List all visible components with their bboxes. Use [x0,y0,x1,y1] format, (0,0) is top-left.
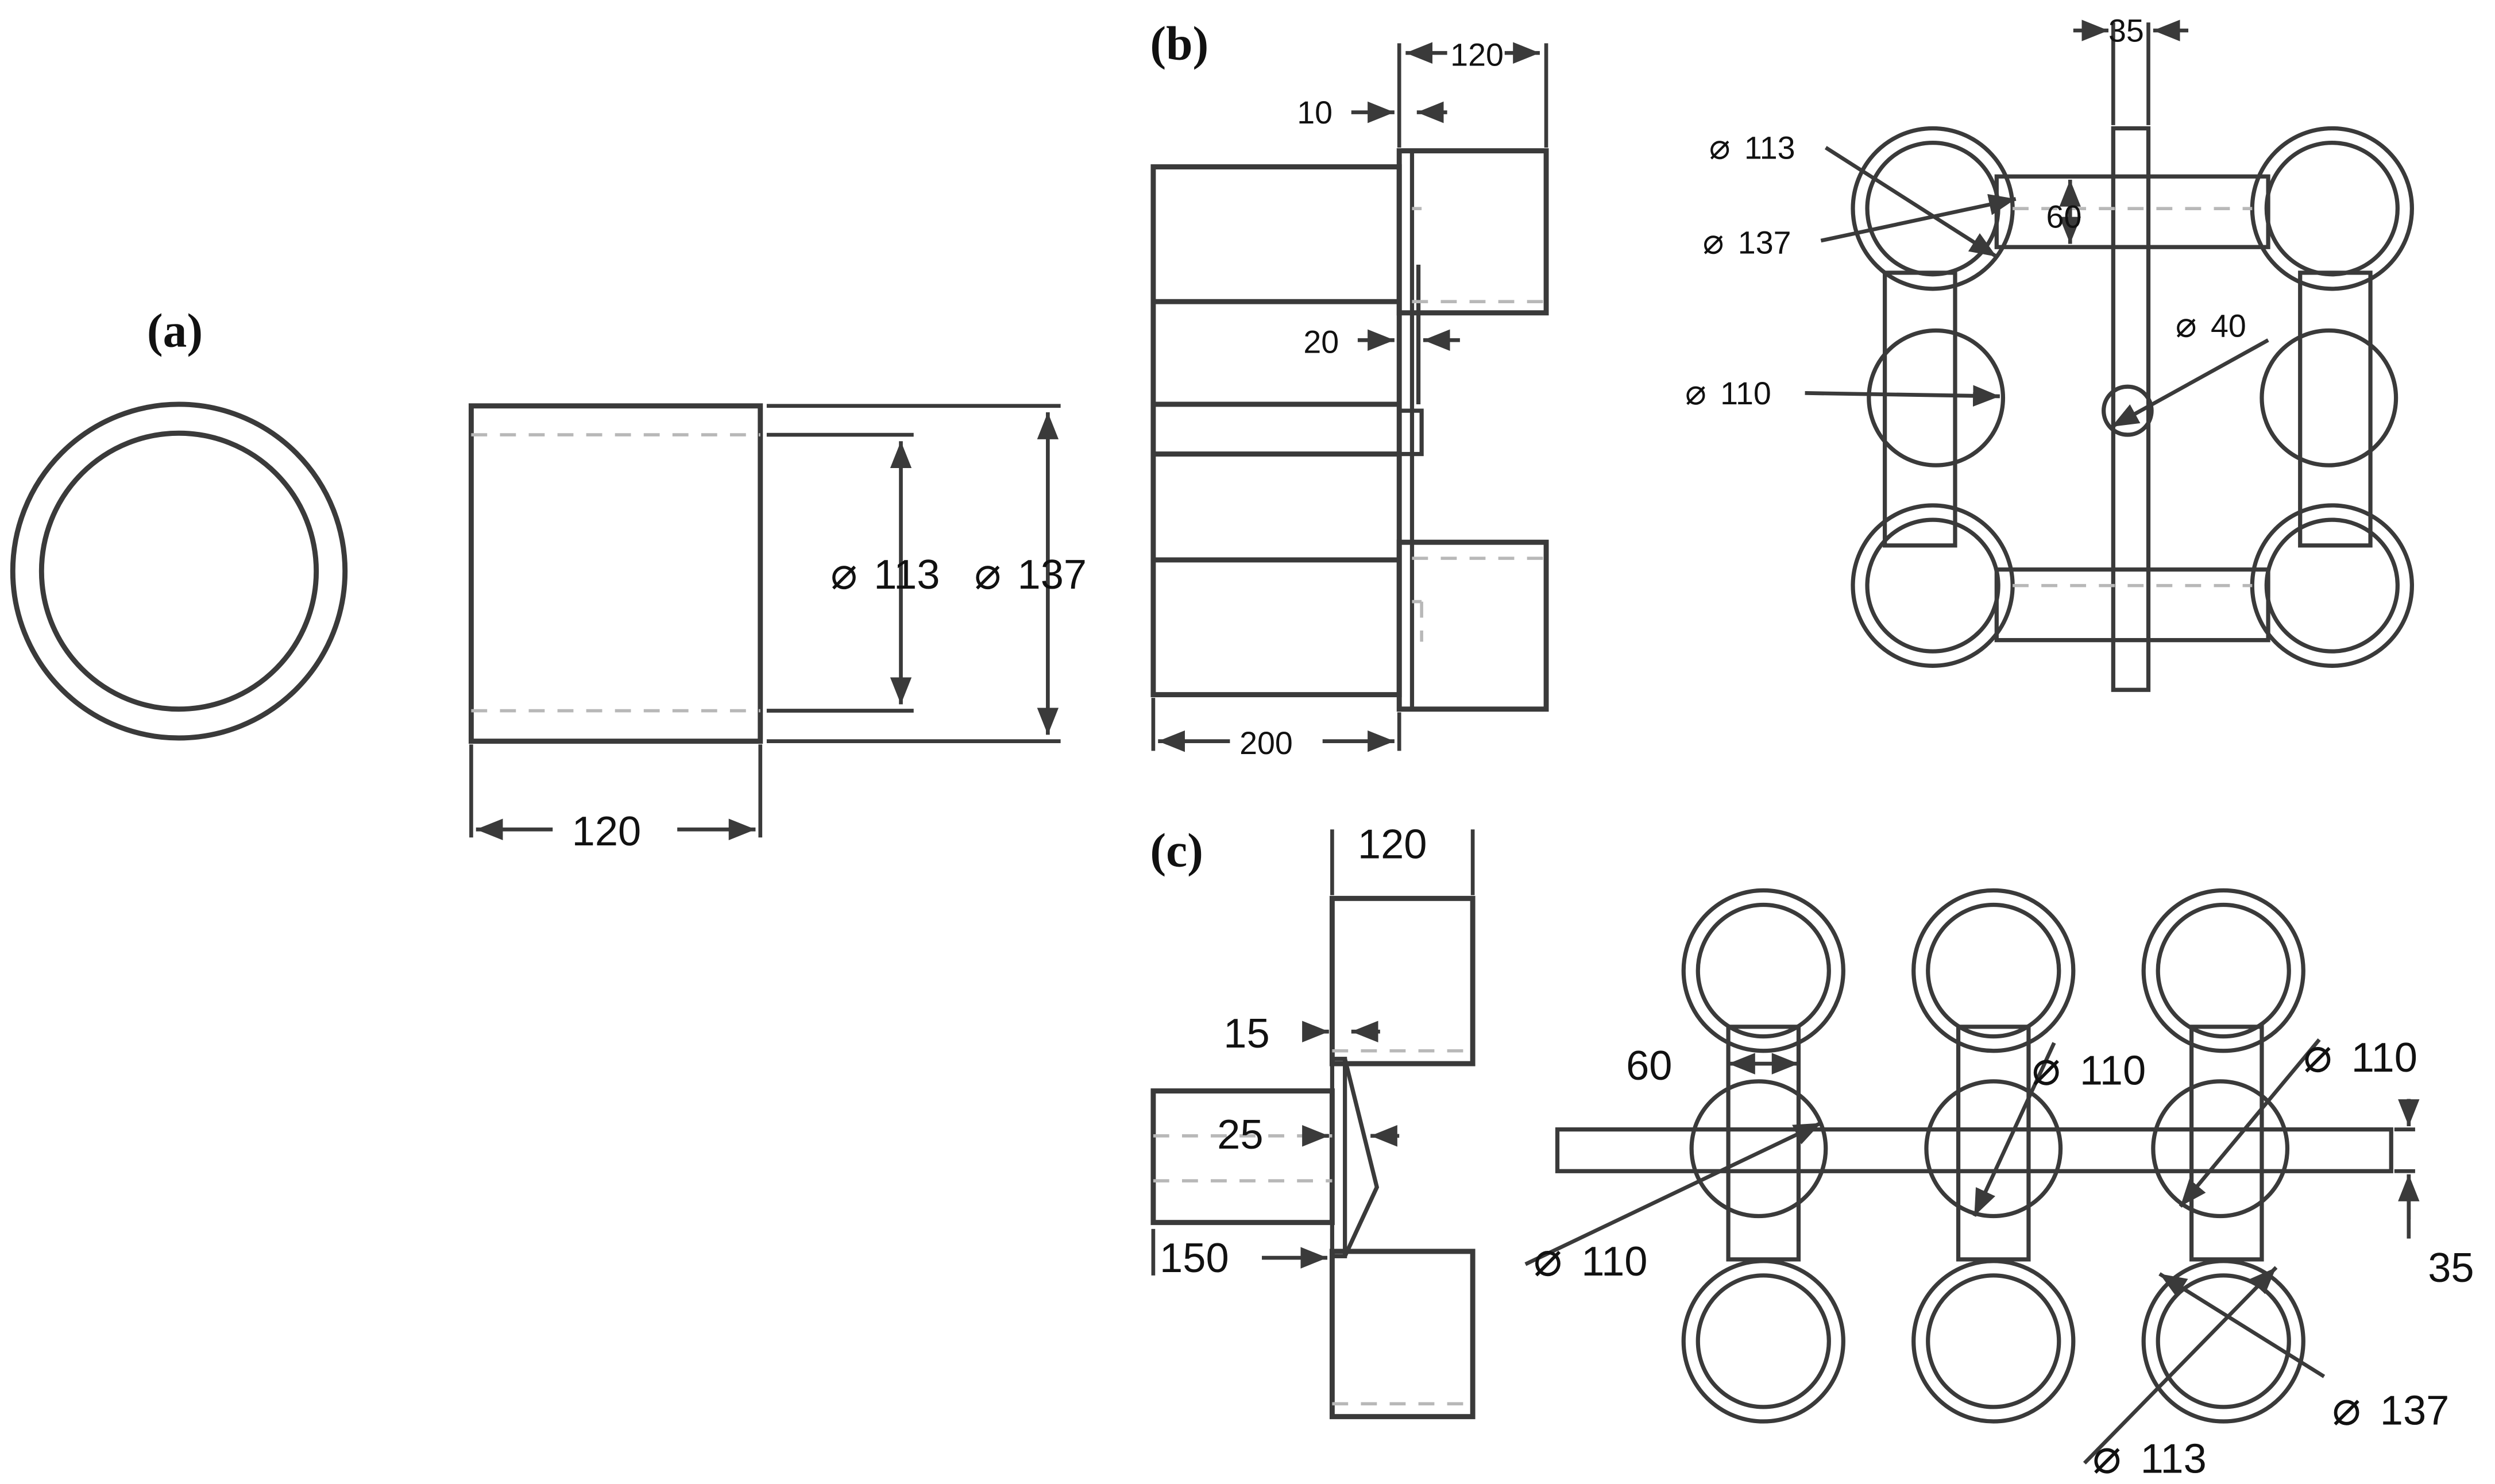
panel-b: (b) 120 10 [1150,13,2415,761]
dimension-c-ball-middle: ⌀ 110 [1972,1041,2146,1217]
dimension-c-ring-inner: ⌀ 113 [2083,1266,2278,1483]
dimension-a-inner-diameter: ⌀ 113 [766,432,940,713]
diameter-symbol: ⌀ [2176,305,2197,345]
mold-b-plan-view [1851,126,2415,692]
panel-a-label: (a) [147,304,203,357]
diameter-symbol: ⌀ [2332,1381,2361,1435]
dimension-b-right-length: 120 [1397,37,1548,148]
dim-b-pin-label: 40 [2211,308,2246,344]
dimension-c-ball-right: ⌀ 110 [2179,1028,2417,1208]
diameter-symbol: ⌀ [1685,372,1706,412]
dimension-b-left-length: 200 [1151,698,1401,761]
dimension-b-plate: 20 [1303,324,1460,360]
dimension-c-top-length: 120 [1330,821,1475,895]
diameter-symbol: ⌀ [2031,1041,2060,1095]
dimension-b-ball: ⌀ 110 [1685,372,2000,412]
dimension-c-runner: 35 [2394,1099,2474,1291]
dimension-b-ring-outer: ⌀ 137 [1703,194,2017,261]
dim-b-neck-label: 60 [2046,199,2082,235]
dim-c-top-length-label: 120 [1358,821,1427,867]
dim-b-ball-label: 110 [1720,376,1771,411]
mold-c-side-view [1150,895,1476,1420]
tube-side-view [468,403,763,744]
dimension-a-outer-diameter: ⌀ 137 [766,404,1087,743]
dim-b-plate-label: 20 [1303,324,1339,360]
dim-a-inner-label: 113 [874,551,940,598]
dimension-a-length: 120 [469,744,763,855]
dim-c-ball-c-label: 110 [2351,1034,2417,1081]
dim-c-neck-label: 60 [1626,1042,1672,1089]
panel-b-label: (b) [1150,17,1208,70]
dim-c-plate-label: 25 [1217,1111,1263,1158]
tube-end-view [10,401,348,741]
diameter-symbol: ⌀ [1534,1232,1562,1286]
dim-b-right-length-label: 120 [1450,37,1504,72]
dim-c-ball-b-label: 110 [2080,1047,2146,1093]
dim-b-left-length-label: 200 [1239,725,1293,761]
dim-c-ring-outer-label: 137 [2380,1387,2450,1433]
panel-c-label: (c) [1150,824,1203,877]
dim-c-runner-label: 35 [2428,1245,2474,1291]
diameter-symbol: ⌀ [831,548,858,598]
dim-c-gap-label: 15 [1223,1010,1269,1057]
dimension-c-neck: 60 [1626,1042,1799,1089]
dimension-c-ring-outer: ⌀ 137 [2158,1272,2450,1435]
dimension-b-gap: 10 [1297,95,1447,130]
dim-c-ball-a-label: 110 [1581,1238,1647,1285]
diameter-symbol: ⌀ [1709,126,1731,166]
diameter-symbol: ⌀ [974,548,1001,598]
dimension-b-ring-inner: ⌀ 113 [1709,126,1998,258]
dim-c-ring-inner-label: 113 [2141,1435,2207,1482]
dim-b-runner-label: 35 [2108,13,2144,49]
diameter-symbol: ⌀ [1703,221,1724,261]
dim-b-gap-label: 10 [1297,95,1333,130]
dim-a-outer-label: 137 [1018,551,1087,598]
dim-b-ring-outer-label: 137 [1738,225,1791,260]
dimension-c-gap: 15 [1223,1010,1380,1057]
dim-c-left-length-label: 150 [1160,1235,1229,1281]
dim-b-ring-inner-label: 113 [1744,130,1795,165]
diameter-symbol: ⌀ [2092,1429,2121,1483]
mold-b-side-view [1150,148,1549,712]
dimension-b-runner: 35 [2073,13,2189,125]
panel-a: (a) ⌀ 113 ⌀ 137 1 [10,304,1087,855]
dim-a-length-label: 120 [572,808,642,855]
panel-c: (c) 120 15 25 [1150,821,2474,1483]
dimension-b-pin: ⌀ 40 [2110,305,2269,429]
dimension-c-ball-left: ⌀ 110 [1524,1121,1822,1286]
dimension-c-left-length: 150 [1151,1228,1334,1281]
dimension-b-neck: 60 [2046,179,2082,244]
diameter-symbol: ⌀ [2303,1028,2332,1082]
dimension-c-plate: 25 [1217,1111,1400,1158]
